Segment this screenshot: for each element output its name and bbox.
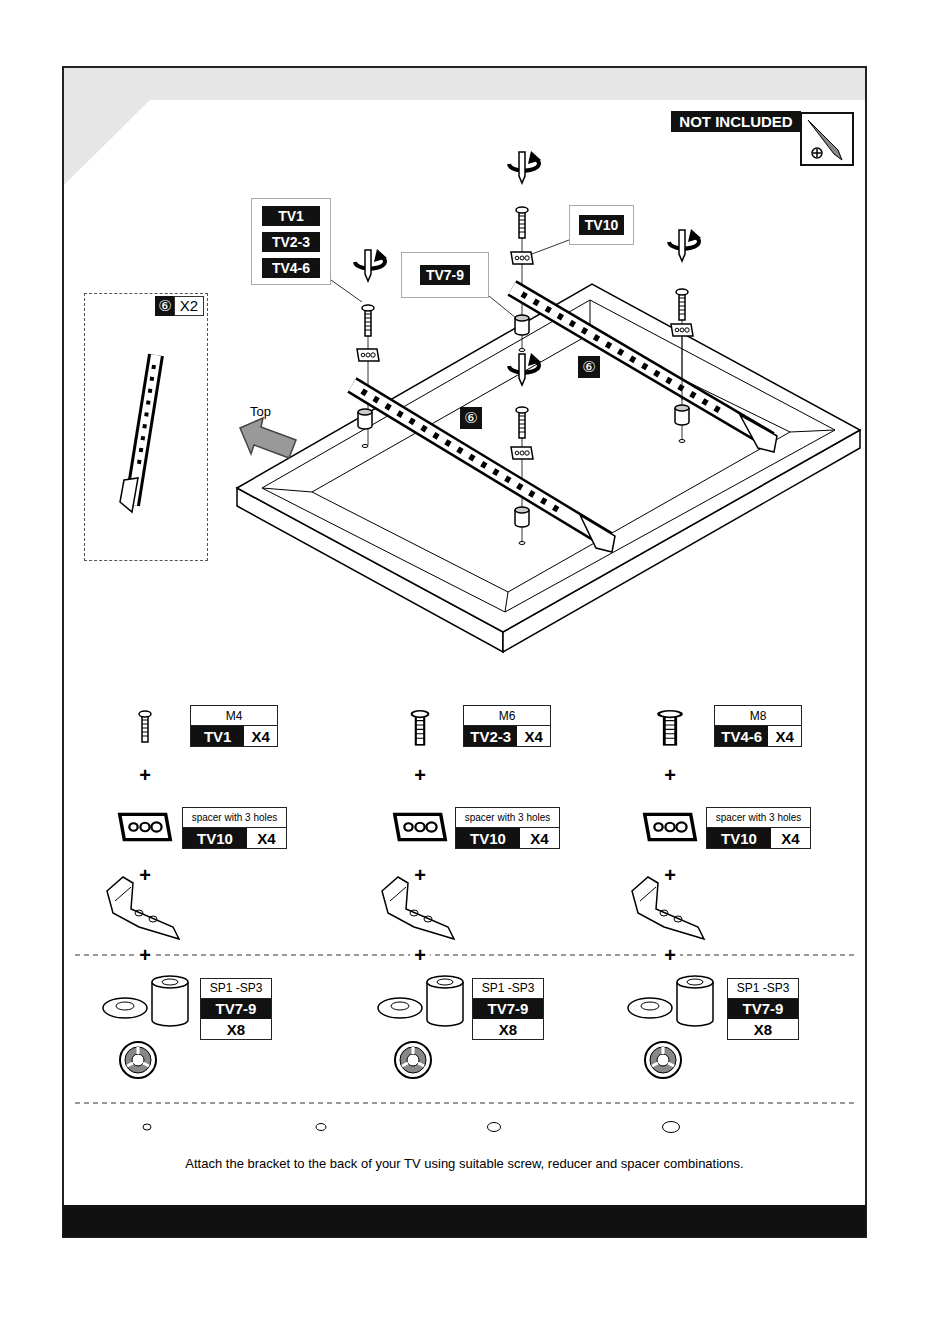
box-text: X8 bbox=[728, 1019, 798, 1039]
box-text: spacer with 3 holes bbox=[183, 808, 286, 828]
plate-table: spacer with 3 holesTV10X4 bbox=[182, 807, 287, 849]
box-text: X8 bbox=[201, 1019, 271, 1039]
plus-sign: + bbox=[135, 945, 155, 965]
box-text: X4 bbox=[768, 726, 801, 746]
plate-callout: TV10 bbox=[569, 205, 634, 245]
box-text: M8 bbox=[715, 706, 801, 726]
box-text: X4 bbox=[244, 726, 277, 746]
plate-table: spacer with 3 holesTV10X4 bbox=[455, 807, 560, 849]
box-text: X2 bbox=[174, 296, 204, 316]
box-text: TV10 bbox=[579, 215, 624, 235]
box-text: ⑥ bbox=[582, 358, 595, 376]
screw-table: M6TV2-3X4 bbox=[463, 705, 551, 747]
part-box: ⑥X2 bbox=[84, 293, 208, 561]
box-text: SP1 -SP3 bbox=[473, 979, 543, 999]
box-text: M6 bbox=[464, 706, 550, 726]
spacer-table: SP1 -SP3TV7-9X8 bbox=[727, 978, 799, 1040]
box-text: spacer with 3 holes bbox=[707, 808, 810, 828]
box-text: X4 bbox=[517, 726, 550, 746]
plus-sign: + bbox=[410, 945, 430, 965]
plus-sign: + bbox=[135, 865, 155, 885]
plus-sign: + bbox=[410, 865, 430, 885]
box-text: X4 bbox=[247, 828, 286, 848]
box-text: TV1 bbox=[262, 206, 320, 226]
box-text: TV1 bbox=[191, 726, 244, 746]
box-text: TV4-6 bbox=[262, 258, 320, 278]
box-text: ⑥ bbox=[464, 409, 477, 427]
caption: Attach the bracket to the back of your T… bbox=[63, 1156, 866, 1171]
callout-number: ⑥ bbox=[460, 407, 482, 429]
plate-table: spacer with 3 holesTV10X4 bbox=[706, 807, 811, 849]
screw-table: M4TV1X4 bbox=[190, 705, 278, 747]
box-text: TV7-9 bbox=[201, 999, 271, 1019]
callout-number: ⑥ bbox=[578, 356, 600, 378]
plus-sign: + bbox=[660, 865, 680, 885]
box-text: TV4-6 bbox=[715, 726, 768, 746]
box-text: SP1 -SP3 bbox=[728, 979, 798, 999]
screw-table: M8TV4-6X4 bbox=[714, 705, 802, 747]
box-text: TV7-9 bbox=[420, 265, 470, 285]
plus-sign: + bbox=[660, 765, 680, 785]
box-text: TV2-3 bbox=[464, 726, 517, 746]
box-text: TV2-3 bbox=[262, 232, 320, 252]
plus-sign: + bbox=[135, 765, 155, 785]
box-text: TV10 bbox=[456, 828, 520, 848]
box-text: ⑥ bbox=[155, 296, 175, 316]
plus-sign: + bbox=[660, 945, 680, 965]
box-text: TV7-9 bbox=[728, 999, 798, 1019]
spacer-table: SP1 -SP3TV7-9X8 bbox=[200, 978, 272, 1040]
box-text: X8 bbox=[473, 1019, 543, 1039]
box-text: spacer with 3 holes bbox=[456, 808, 559, 828]
box-text: SP1 -SP3 bbox=[201, 979, 271, 999]
screw-callout: TV1TV2-3TV4-6 bbox=[251, 198, 331, 285]
box-text: X4 bbox=[771, 828, 810, 848]
box-text: TV10 bbox=[183, 828, 247, 848]
box-text: M4 bbox=[191, 706, 277, 726]
direction-label: Top bbox=[250, 404, 271, 419]
spacer-table: SP1 -SP3TV7-9X8 bbox=[472, 978, 544, 1040]
not-included-tag: NOT INCLUDED bbox=[671, 111, 801, 132]
spacer-callout: TV7-9 bbox=[401, 252, 489, 298]
box-text: NOT INCLUDED bbox=[679, 113, 792, 130]
box-text: TV7-9 bbox=[473, 999, 543, 1019]
plus-sign: + bbox=[410, 765, 430, 785]
box-text: TV10 bbox=[707, 828, 771, 848]
box-text: X4 bbox=[520, 828, 559, 848]
